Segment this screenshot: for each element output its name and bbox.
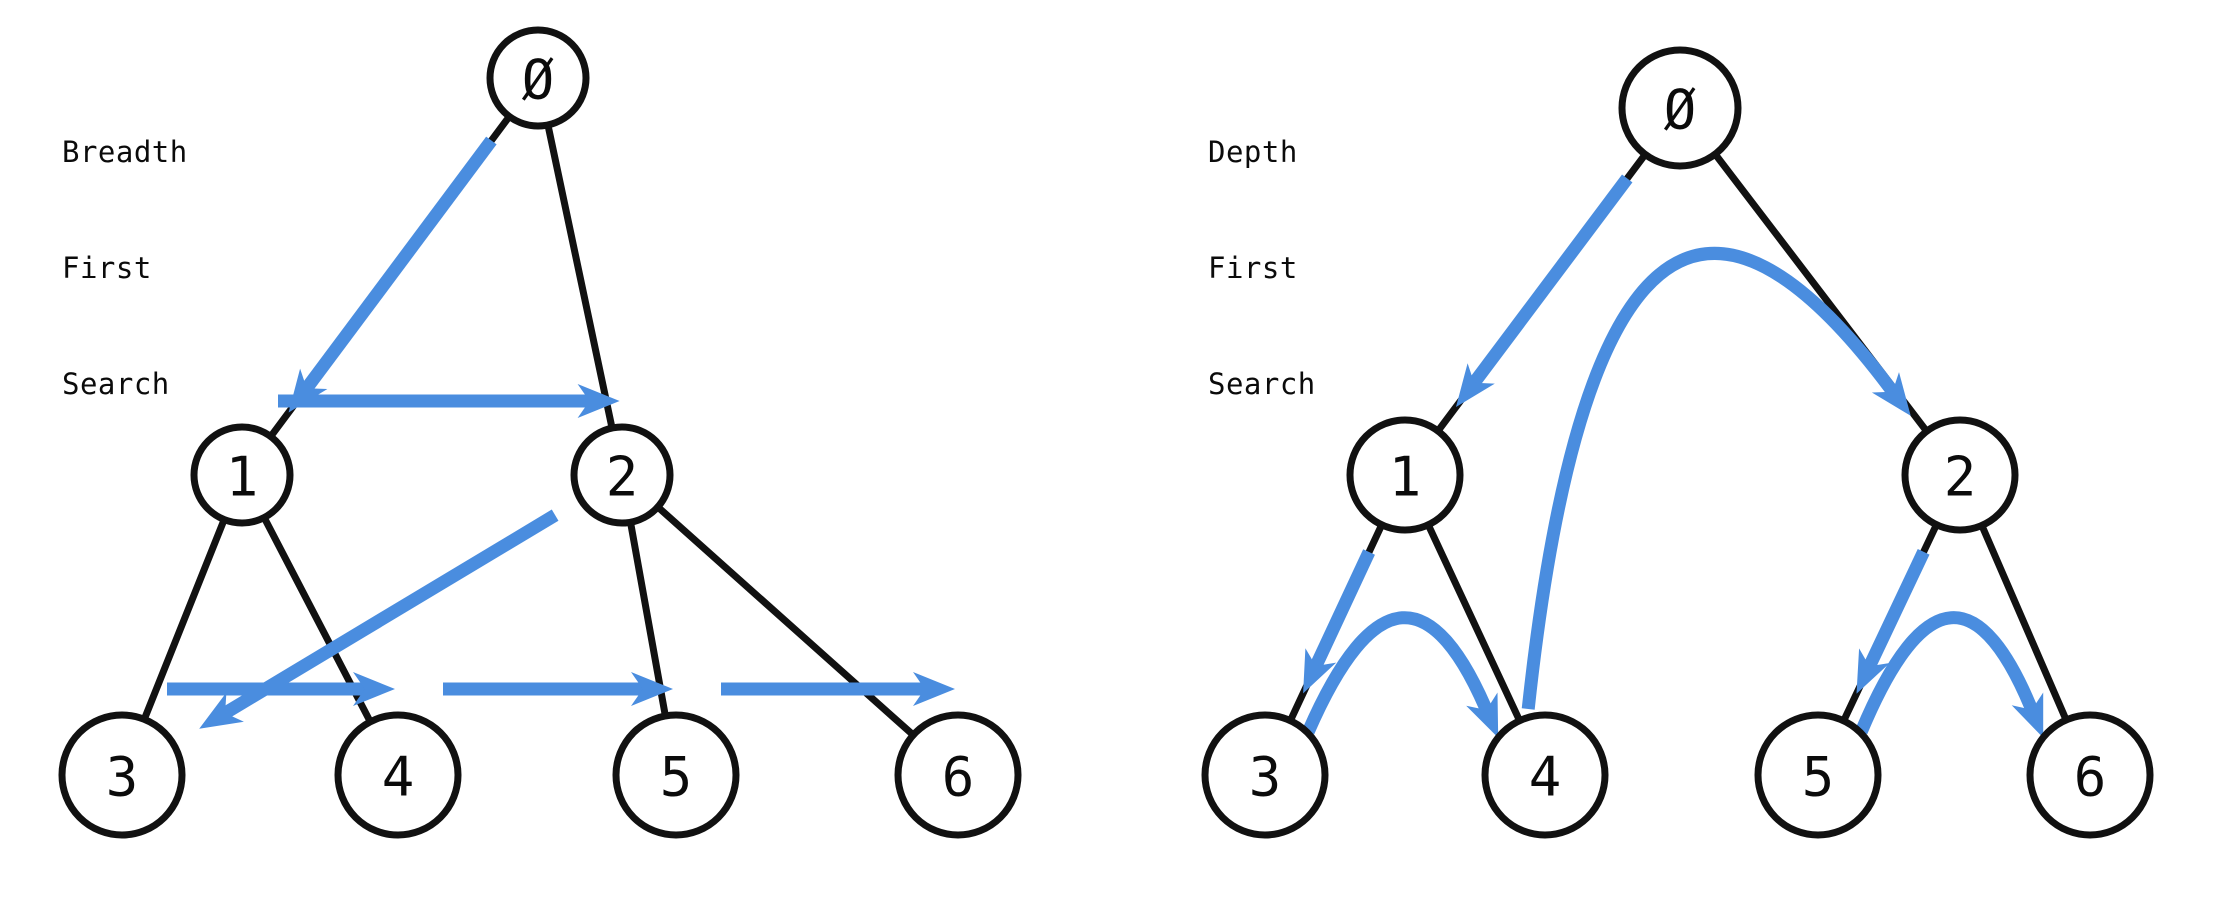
graph-node-dfs-0[interactable]: Ø [1618, 46, 1742, 170]
node-circle-bfs-6 [894, 711, 1022, 839]
node-label-bfs-6: 6 [942, 746, 975, 809]
dfs-caption: Depth First Search [1208, 56, 1316, 480]
node-circle-dfs-6 [2026, 711, 2154, 839]
node-circle-bfs-2 [570, 423, 674, 527]
node-label-bfs-1: 1 [226, 446, 259, 509]
dfs-caption-line-2: First [1208, 250, 1298, 285]
node-label-bfs-4: 4 [382, 746, 415, 809]
traversal-arrow-bfs-5-to-6-head [913, 672, 955, 706]
bfs-caption-line-1: Breadth [62, 135, 188, 170]
bfs-caption: Breadth First Search [62, 56, 188, 480]
graph-node-dfs-4[interactable]: 4 [1481, 711, 1609, 839]
graph-node-bfs-5[interactable]: 5 [612, 711, 740, 839]
node-circle-bfs-5 [612, 711, 740, 839]
tree-edge-dfs-1-4 [1423, 518, 1525, 727]
graph-node-bfs-3[interactable]: 3 [58, 711, 186, 839]
node-circle-bfs-4 [334, 711, 462, 839]
traversal-arrow-dfs-5-to-6-head [2011, 692, 2044, 738]
traversal-arrow-bfs-2-to-3-head [199, 692, 244, 729]
node-label-bfs-5: 5 [660, 746, 693, 809]
node-circle-bfs-1 [190, 423, 294, 527]
traversal-arrow-dfs-0-to-1-head [1456, 363, 1495, 407]
graph-node-bfs-6[interactable]: 6 [894, 711, 1022, 839]
graph-node-bfs-1[interactable]: 1 [190, 423, 294, 527]
traversal-arrow-dfs-5-to-6-shaft [1855, 611, 2042, 735]
node-label-bfs-0: Ø [522, 49, 555, 112]
traversal-arrow-dfs-4-to-2-head [1871, 372, 1911, 416]
traversal-arrow-bfs-4-to-5-head [631, 672, 673, 706]
node-label-dfs-2: 2 [1944, 446, 1977, 509]
graph-node-dfs-2[interactable]: 2 [1901, 416, 2019, 534]
node-label-dfs-6: 6 [2074, 746, 2107, 809]
traversal-arrow-bfs-2-to-3-shaft [218, 509, 559, 721]
node-label-dfs-4: 4 [1529, 746, 1562, 809]
tree-edge-bfs-1-3 [139, 513, 229, 726]
traversal-arrow-dfs-1-to-3-head [1303, 648, 1337, 694]
traversal-arrow-bfs-3-to-4-head [353, 672, 395, 706]
traversal-arrow-bfs-1-to-2-head [577, 384, 620, 418]
node-label-bfs-3: 3 [106, 746, 139, 809]
traversal-arrow-dfs-2-to-5-shaft [1861, 549, 1930, 673]
tree-edge-bfs-2-6 [652, 501, 919, 741]
graph-node-bfs-0[interactable]: Ø [486, 26, 590, 130]
traversal-arrow-dfs-3-to-4-shaft [1302, 611, 1497, 735]
tree-edges-layer [139, 110, 2071, 741]
node-circle-dfs-2 [1901, 416, 2019, 534]
graph-node-dfs-5[interactable]: 5 [1754, 711, 1882, 839]
dfs-caption-line-1: Depth [1208, 135, 1298, 170]
node-circle-dfs-4 [1481, 711, 1609, 839]
graph-node-dfs-1[interactable]: 1 [1346, 416, 1464, 534]
node-circle-bfs-3 [58, 711, 186, 839]
traversal-arrow-bfs-0-to-1-shaft [298, 136, 497, 396]
tree-edge-dfs-2-6 [1977, 519, 2071, 727]
node-label-dfs-0: Ø [1664, 79, 1697, 142]
graph-node-dfs-3[interactable]: 3 [1201, 711, 1329, 839]
node-circle-dfs-5 [1754, 711, 1882, 839]
bfs-caption-line-3: Search [62, 366, 170, 401]
tree-nodes-layer: Ø 1 2 3 4 5 6 Ø 1 2 3 4 5 6 [58, 26, 2154, 839]
node-label-dfs-5: 5 [1802, 746, 1835, 809]
traversal-arrow-dfs-2-to-5-head [1856, 648, 1890, 694]
graph-node-bfs-2[interactable]: 2 [570, 423, 674, 527]
traversal-arrow-dfs-1-to-3-shaft [1308, 549, 1375, 673]
node-circle-dfs-0 [1618, 46, 1742, 170]
traversal-arrow-dfs-0-to-1-shaft [1466, 174, 1633, 391]
traversal-arrows-layer [167, 136, 2044, 738]
node-circle-dfs-1 [1346, 416, 1464, 534]
node-label-dfs-3: 3 [1249, 746, 1282, 809]
tree-edge-bfs-0-2 [543, 118, 617, 435]
graph-node-bfs-4[interactable]: 4 [334, 711, 462, 839]
graph-node-dfs-6[interactable]: 6 [2026, 711, 2154, 839]
node-circle-bfs-0 [486, 26, 590, 130]
traversal-arrow-dfs-4-to-2-shaft [1521, 247, 1904, 710]
dfs-caption-line-3: Search [1208, 366, 1316, 401]
traversal-arrow-dfs-3-to-4-head [1466, 692, 1499, 738]
node-label-bfs-2: 2 [606, 446, 639, 509]
bfs-caption-line-2: First [62, 250, 152, 285]
node-label-dfs-1: 1 [1389, 446, 1422, 509]
node-circle-dfs-3 [1201, 711, 1329, 839]
